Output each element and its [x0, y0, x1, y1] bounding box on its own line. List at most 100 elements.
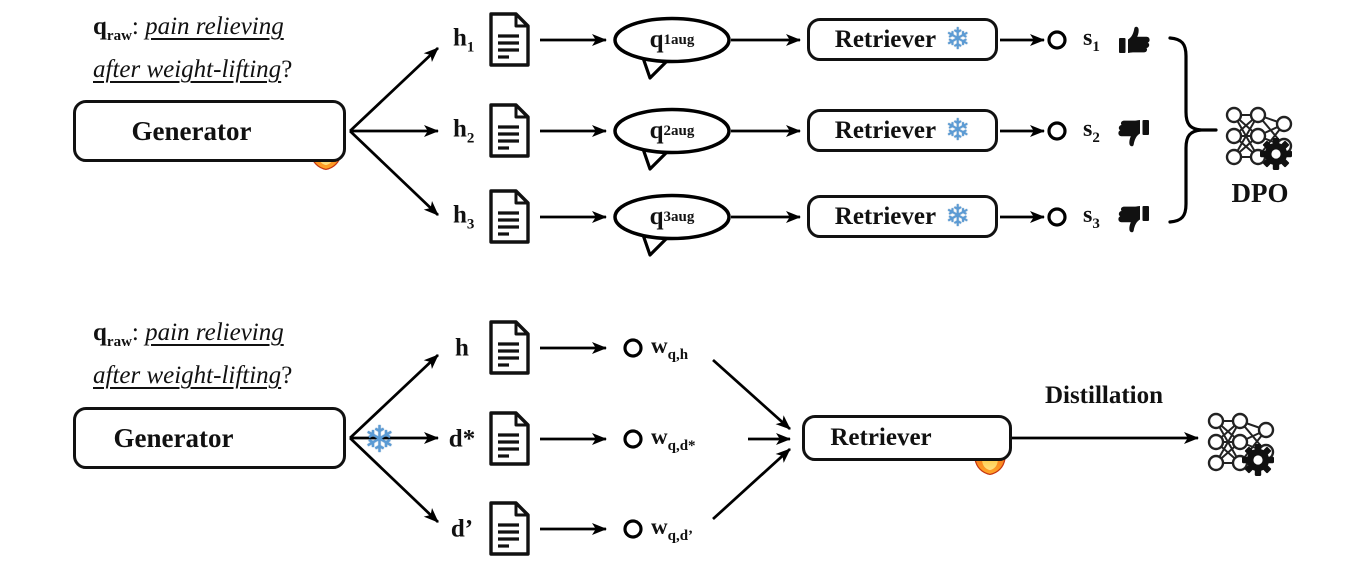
score-node-circles: [1047, 30, 1067, 227]
aug-query-base: q: [649, 117, 664, 144]
aug-query-superscript: 2: [663, 122, 672, 139]
snowflake-icon: ❄: [945, 113, 971, 148]
query-line-1: qraw: pain relieving: [93, 316, 292, 359]
retriever-label: Retriever: [834, 25, 937, 53]
document-icon: [489, 12, 530, 67]
bottom-row-arrows: [540, 342, 607, 535]
snowflake-icon: ❄: [945, 22, 971, 57]
raw-query-text-bottom: qraw: pain relieving after weight-liftin…: [93, 316, 292, 392]
top-fan-arrows: [349, 46, 439, 216]
retriever-label: Retriever: [834, 202, 937, 230]
weight-subscript: q,d*: [667, 437, 696, 454]
raw-query-text-top: qraw: pain relieving after weight-liftin…: [93, 10, 292, 86]
hypothesis-base: h: [453, 115, 467, 143]
weight-base: w: [651, 513, 668, 539]
query-line-2: after weight-lifting?: [93, 359, 292, 392]
query-colon: :: [131, 319, 146, 346]
score-base: s: [1083, 24, 1093, 51]
document-icon: [489, 501, 530, 556]
retriever-box-2: Retriever ❄: [807, 109, 998, 152]
weight-base: w: [651, 332, 668, 358]
thumbs-down-icon: [1118, 120, 1149, 147]
query-symbol: q: [93, 13, 107, 40]
hypothesis-base: h: [453, 201, 467, 229]
aug-query-base: q: [649, 26, 664, 53]
query-text-part2: after weight-lifting: [93, 362, 282, 389]
query-text-part1: pain relieving: [145, 319, 284, 346]
document-icons: [489, 12, 530, 556]
query-line-2: after weight-lifting?: [93, 53, 292, 86]
hypothesis-base: h: [453, 24, 467, 52]
candidate-label-d-prime: d’: [450, 515, 474, 543]
query-symbol-subscript: raw: [106, 28, 132, 44]
hypothesis-subscript: 3: [466, 216, 475, 233]
score-subscript: 3: [1092, 215, 1100, 232]
query-symbol-subscript: raw: [106, 334, 132, 350]
score-label-1: s1: [1083, 25, 1100, 56]
retriever-converge-arrows: [712, 358, 791, 521]
aug-query-subscript: aug: [671, 31, 695, 48]
generator-label: Generator: [131, 115, 252, 146]
document-icon: [489, 189, 530, 244]
thumbs-up-icon: [1119, 26, 1150, 53]
query-question-mark: ?: [281, 362, 293, 389]
generator-box-top: Generator: [73, 100, 346, 162]
retriever-box-bottom: Retriever: [802, 415, 1012, 461]
score-label-3: s3: [1083, 202, 1100, 233]
score-base: s: [1083, 115, 1093, 142]
document-icon: [489, 411, 530, 466]
snowflake-icon: ❄: [364, 418, 396, 461]
retriever-label: Retriever: [830, 424, 932, 451]
gear-icon: [1260, 138, 1292, 170]
aug-query-subscript: aug: [671, 122, 695, 139]
hypothesis-subscript: 2: [466, 130, 475, 147]
weight-base: w: [651, 423, 668, 449]
thumbs-down-icon: [1118, 206, 1149, 233]
query-line-1: qraw: pain relieving: [93, 10, 292, 53]
score-subscript: 1: [1092, 38, 1100, 55]
snowflake-icon: ❄: [945, 199, 971, 234]
aug-query-subscript: aug: [671, 208, 695, 225]
weight-label-d-star: wq,d*: [651, 424, 696, 455]
bottom-fan-arrows: [349, 353, 439, 523]
aug-query-superscript: 1: [663, 31, 672, 48]
query-colon: :: [131, 13, 146, 40]
query-question-mark: ?: [281, 56, 293, 83]
document-icon: [489, 103, 530, 158]
query-text-part2: after weight-lifting: [93, 56, 282, 83]
query-text-part1: pain relieving: [145, 13, 284, 40]
feedback-icons: [1118, 26, 1150, 233]
weight-label-h: wq,h: [651, 333, 688, 364]
weight-subscript: q,d’: [667, 527, 694, 544]
hypothesis-label-1: h1: [453, 24, 474, 56]
retriever-box-3: Retriever ❄: [807, 195, 998, 238]
score-label-2: s2: [1083, 116, 1100, 147]
hypothesis-subscript: 1: [466, 39, 475, 56]
aug-query-base: q: [649, 203, 664, 230]
retriever-label: Retriever: [834, 116, 937, 144]
dpo-brace: [1168, 36, 1218, 224]
candidate-label-d-star: d*: [448, 425, 476, 453]
retriever-box-1: Retriever ❄: [807, 18, 998, 61]
document-icon: [489, 320, 530, 375]
distillation-label: Distillation: [1044, 382, 1164, 409]
query-symbol: q: [93, 319, 107, 346]
score-base: s: [1083, 201, 1093, 228]
generator-box-bottom: Generator ❄: [73, 407, 395, 469]
dpo-label: DPO: [1231, 178, 1289, 208]
neural-network-gear-icon: [1207, 412, 1275, 476]
gear-icon: [1242, 444, 1274, 476]
weight-node-circles: [623, 338, 643, 539]
neural-network-gear-icon: [1225, 106, 1293, 170]
hypothesis-label-2: h2: [453, 115, 474, 147]
candidate-label-h: h: [455, 334, 469, 362]
query-speech-bubbles: [613, 16, 731, 257]
weight-subscript: q,h: [667, 346, 689, 363]
top-row-arrows: [540, 34, 1045, 223]
aug-query-superscript: 3: [663, 208, 672, 225]
